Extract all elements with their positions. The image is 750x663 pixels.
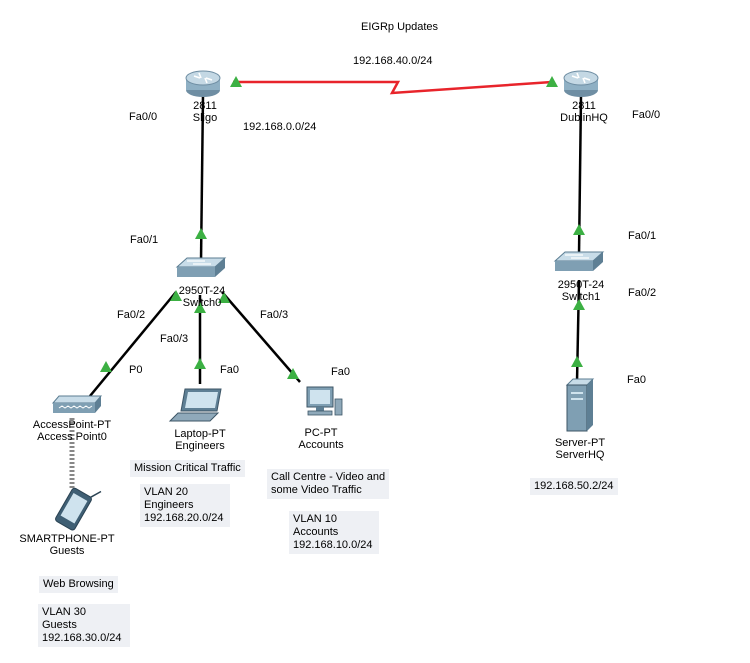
links: [69, 80, 583, 490]
port-up-indicator: [194, 358, 206, 369]
laptop-name: Engineers: [175, 440, 225, 452]
access-point-icon[interactable]: [51, 395, 103, 413]
eigrp-updates-title: EIGRp Updates: [361, 21, 439, 33]
smartphone-label: SMARTPHONE-PT Guests: [19, 533, 114, 557]
sligo-model: 2811: [193, 100, 217, 112]
laptop-label: Laptop-PT Engineers: [174, 428, 225, 452]
port-label-laptop-side-fa03: Fa0/3: [160, 333, 189, 345]
port-up-indicator: [195, 228, 207, 239]
server-model: Server-PT: [554, 437, 606, 449]
sligo-label: 2811 Sligo: [193, 100, 217, 124]
port-label-switch1-fa01: Fa0/1: [628, 230, 657, 242]
note-server-ip: 192.168.50.2/24: [530, 478, 618, 495]
access-point-model: AccessPoint-PT: [32, 419, 112, 431]
port-up-indicator: [194, 302, 206, 313]
switch-icon[interactable]: [553, 251, 605, 271]
wan-network-label: 192.168.40.0/24: [353, 55, 433, 67]
lan-network-label: 192.168.0.0/24: [243, 121, 317, 133]
port-label-ap-p0: P0: [129, 364, 143, 376]
switch1-model: 2950T-24: [557, 279, 605, 291]
server-name: ServerHQ: [555, 449, 605, 461]
laptop-icon[interactable]: [168, 388, 222, 422]
port-label-sligo-fa00: Fa0/0: [129, 111, 158, 123]
router-icon[interactable]: [563, 70, 599, 97]
wan-serial-link[interactable]: [233, 80, 553, 95]
port-up-indicator: [287, 368, 299, 379]
pc-label: PC-PT Accounts: [298, 427, 343, 451]
port-up-indicator: [100, 361, 112, 372]
link-switch0-accesspoint[interactable]: [89, 291, 177, 397]
switch-icon[interactable]: [175, 257, 227, 277]
pc-model: PC-PT: [304, 427, 338, 439]
switch0-model: 2950T-24: [178, 285, 226, 297]
access-point-name: Access Point0: [37, 431, 107, 443]
sligo-name: Sligo: [192, 112, 218, 124]
smartphone-name: Guests: [49, 545, 85, 557]
port-label-dublin-fa00: Fa0/0: [632, 109, 661, 121]
port-status-indicators: [100, 76, 585, 379]
port-up-indicator: [573, 299, 585, 310]
dublin-label: 2811 DublinHQ: [560, 100, 608, 124]
port-label-switch0-fa01: Fa0/1: [130, 234, 159, 246]
server-label: Server-PT ServerHQ: [555, 437, 605, 461]
note-call-centre: Call Centre - Video and some Video Traff…: [267, 469, 390, 499]
pc-name: Accounts: [298, 439, 344, 451]
note-vlan30: VLAN 30 Guests 192.168.30.0/24: [38, 604, 130, 647]
port-up-indicator: [218, 292, 230, 303]
switch1-label: 2950T-24 Switch1: [558, 279, 604, 303]
smartphone-icon[interactable]: [54, 479, 102, 534]
port-up-indicator: [170, 290, 182, 301]
server-icon[interactable]: [565, 378, 595, 432]
link-switch0-pc[interactable]: [221, 291, 301, 383]
port-label-pc-fa0: Fa0: [331, 366, 350, 378]
port-label-switch0-fa03: Fa0/3: [260, 309, 289, 321]
switch0-label: 2950T-24 Switch0: [179, 285, 225, 309]
note-vlan20: VLAN 20 Engineers 192.168.20.0/24: [140, 484, 230, 527]
switch0-name: Switch0: [182, 297, 222, 309]
port-up-indicator: [546, 76, 558, 87]
pc-icon[interactable]: [306, 386, 343, 416]
port-label-laptop-fa0: Fa0: [220, 364, 239, 376]
port-label-switch1-fa02: Fa0/2: [628, 287, 657, 299]
port-up-indicator: [573, 224, 585, 235]
router-icon[interactable]: [185, 70, 221, 97]
access-point-label: AccessPoint-PT Access Point0: [33, 419, 111, 443]
port-label-server-fa0: Fa0: [627, 374, 646, 386]
note-web-browsing: Web Browsing: [39, 576, 118, 593]
smartphone-model: SMARTPHONE-PT: [19, 533, 115, 545]
dublin-model: 2811: [572, 100, 596, 112]
note-vlan10: VLAN 10 Accounts 192.168.10.0/24: [289, 511, 379, 554]
port-label-switch0-fa02: Fa0/2: [117, 309, 146, 321]
port-up-indicator: [230, 76, 242, 87]
switch1-name: Switch1: [561, 291, 601, 303]
laptop-model: Laptop-PT: [174, 428, 226, 440]
note-mission-critical: Mission Critical Traffic: [130, 460, 245, 477]
port-up-indicator: [571, 356, 583, 367]
dublin-name: DublinHQ: [560, 112, 608, 124]
